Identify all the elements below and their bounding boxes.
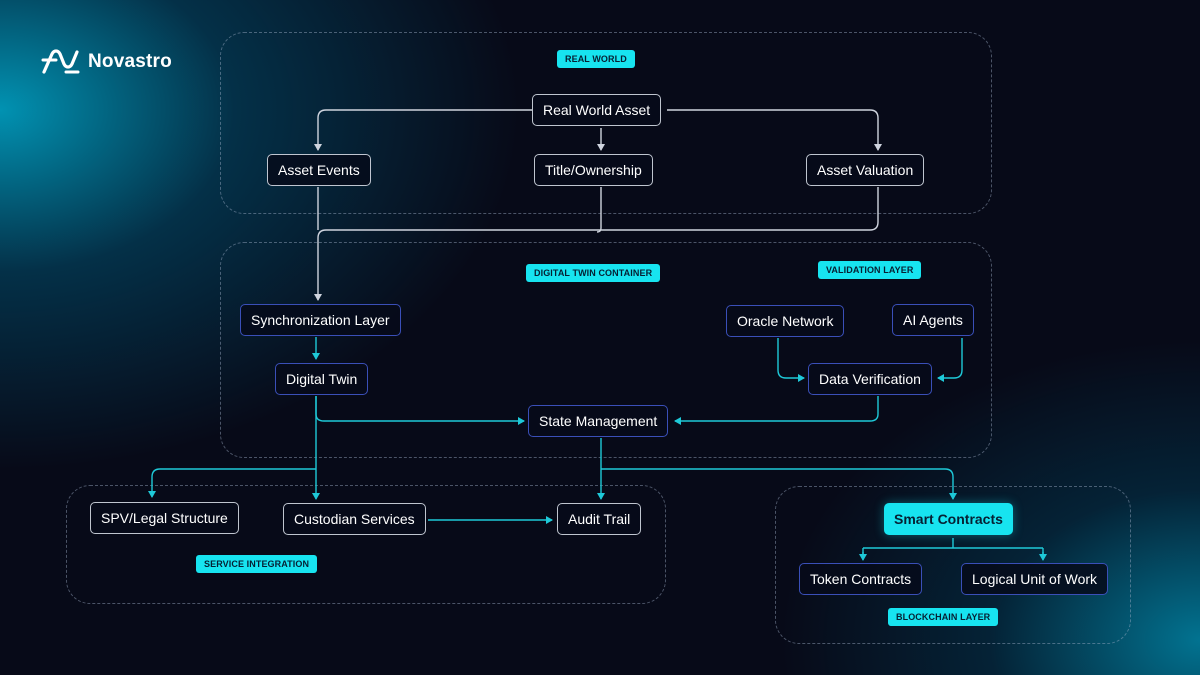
node-logical-unit-of-work: Logical Unit of Work xyxy=(961,563,1109,595)
node-digital-twin: Digital Twin xyxy=(275,363,369,395)
novastro-logo-icon xyxy=(41,49,80,74)
connector-title-down xyxy=(596,187,602,233)
tag-digital-twin-container: DIGITAL TWIN CONTAINER xyxy=(526,264,661,282)
brand-logo: Novastro xyxy=(40,46,172,78)
node-token-contracts: Token Contracts xyxy=(799,563,923,595)
node-state-management: State Management xyxy=(528,405,669,437)
node-oracle-network: Oracle Network xyxy=(726,305,845,337)
service-integration-container xyxy=(66,485,666,604)
node-custodian-services: Custodian Services xyxy=(283,503,426,535)
tag-validation-layer: VALIDATION LAYER xyxy=(818,261,922,279)
node-title-ownership: Title/Ownership xyxy=(534,154,653,186)
node-asset-events: Asset Events xyxy=(267,154,371,186)
digital-twin-container xyxy=(220,242,992,458)
connector-rwa-to-asset-valuation xyxy=(667,109,882,151)
node-audit-trail: Audit Trail xyxy=(557,503,642,535)
connector-valuation-to-sync xyxy=(314,187,879,301)
connector-digital-twin-to-state xyxy=(315,396,525,425)
real-world-container xyxy=(220,32,992,214)
node-smart-contracts: Smart Contracts xyxy=(884,503,1013,535)
tag-blockchain-layer: BLOCKCHAIN LAYER xyxy=(888,608,999,626)
node-real-world-asset: Real World Asset xyxy=(532,94,662,126)
brand-name: Novastro xyxy=(88,51,172,72)
connector-rwa-to-asset-events xyxy=(314,109,532,151)
node-synchronization-layer: Synchronization Layer xyxy=(240,304,401,336)
connector-state-to-smart-contracts xyxy=(601,468,957,500)
connector-smart-to-token xyxy=(862,538,1044,559)
tag-real-world: REAL WORLD xyxy=(557,50,635,68)
connector-verification-to-state xyxy=(674,396,879,425)
connector-oracle-to-verification xyxy=(777,338,805,382)
node-data-verification: Data Verification xyxy=(808,363,932,395)
connector-ai-to-verification xyxy=(937,338,963,382)
node-asset-valuation: Asset Valuation xyxy=(806,154,925,186)
connector-digital-twin-to-spv xyxy=(148,468,316,498)
node-ai-agents: AI Agents xyxy=(892,304,974,336)
node-spv-legal-structure: SPV/Legal Structure xyxy=(90,502,239,534)
tag-service-integration: SERVICE INTEGRATION xyxy=(196,555,318,573)
